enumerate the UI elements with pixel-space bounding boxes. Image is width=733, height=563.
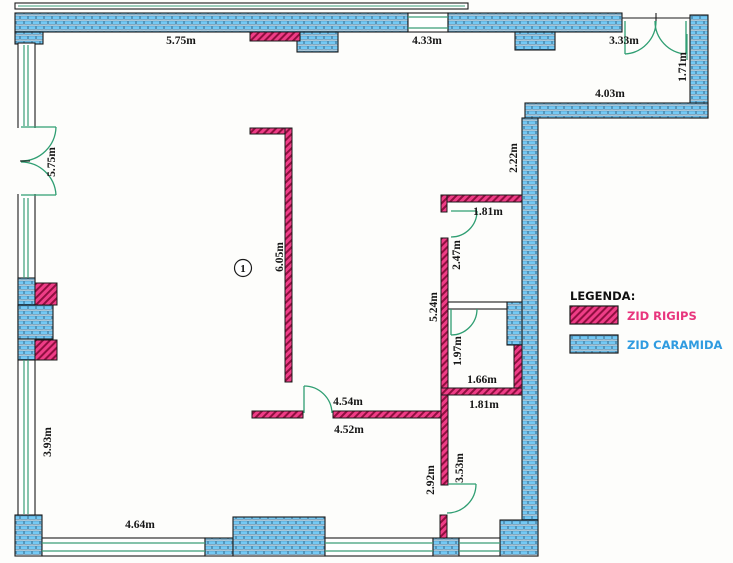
legend-swatch-caramida	[569, 334, 619, 354]
dimension-label: 6.05m	[274, 242, 286, 272]
door-right-room-lower	[446, 483, 477, 514]
dimension-label: 3.53m	[454, 453, 466, 483]
dimension-label: 3.33m	[609, 35, 639, 47]
legend-label-rigips: ZID RIGIPS	[627, 309, 697, 323]
double-door-top-right	[624, 13, 687, 55]
dimension-label: 4.52m	[334, 424, 364, 436]
dimension-label: 4.33m	[412, 35, 442, 47]
door-right-room-middle	[450, 308, 478, 336]
dimension-label: 1.71m	[677, 52, 689, 82]
dimension-label: 4.64m	[125, 519, 155, 531]
dimension-label: 2.47m	[451, 240, 463, 270]
dimension-label: 5.24m	[428, 292, 440, 322]
legend-label-caramida: ZID CARAMIDA	[627, 338, 723, 352]
dimension-label: 5.75m	[46, 147, 58, 177]
dimension-label: 3.93m	[42, 427, 54, 457]
dimension-label: 4.03m	[595, 88, 625, 100]
legend: LEGENDA: ZID RIGIPS ZID CARAMIDA	[569, 289, 723, 354]
door-right-room-upper	[450, 210, 478, 238]
dimension-label: 4.54m	[333, 396, 363, 408]
double-door-left	[20, 126, 57, 196]
dimension-label: 1.66m	[467, 374, 497, 386]
room-marker-number: 1	[240, 263, 246, 275]
dimension-label: 2.92m	[425, 465, 437, 495]
dimension-label: 1.81m	[469, 399, 499, 411]
legend-swatch-rigips	[569, 305, 619, 325]
dimension-label: 1.97m	[452, 336, 464, 366]
rigips-partition-walls	[34, 31, 523, 539]
dimension-labels: 5.75m 4.33m 3.33m 1.71m 4.03m 2.22m 1.81m 2.47m…	[42, 35, 689, 531]
room-marker: 1	[233, 258, 253, 278]
door-swings	[20, 13, 687, 514]
door-centre-wall	[303, 385, 333, 414]
legend-title: LEGENDA:	[570, 289, 635, 303]
dimension-label: 5.75m	[166, 35, 196, 47]
exterior-brick-walls	[14, 2, 709, 557]
dimension-label: 1.81m	[473, 206, 503, 218]
window-glazing-lines	[23, 16, 688, 552]
dimension-label: 2.22m	[508, 143, 520, 173]
